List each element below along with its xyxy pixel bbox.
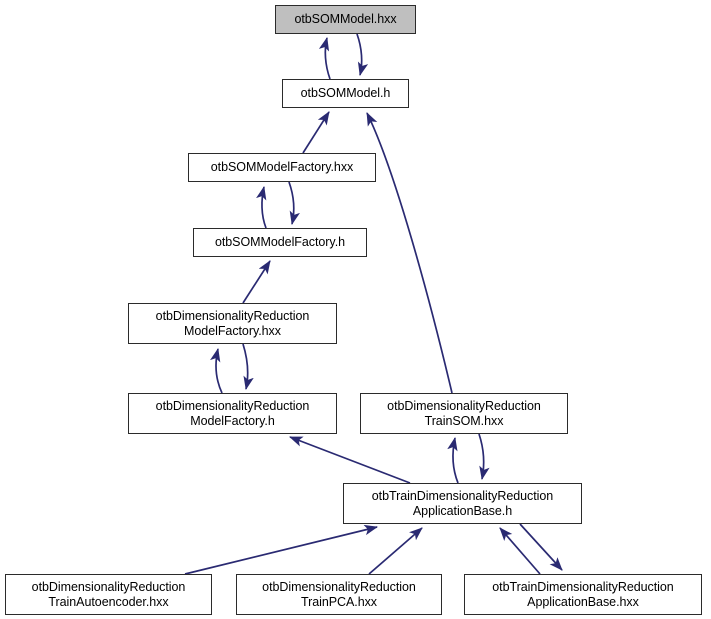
node-label: otbDimensionalityReduction TrainPCA.hxx <box>262 579 416 609</box>
edge-trainDRAppBaseHxx-to-trainDRAppBaseH <box>499 527 541 575</box>
edge-somModelFactoryHxx-to-somModelFactoryH <box>288 181 300 225</box>
edge-trainDRAppBaseH-to-trainDRAppBaseHxx <box>519 523 563 571</box>
edge-drModelFactoryHxx-to-somModelFactoryH <box>242 260 271 304</box>
node-label: otbDimensionalityReduction ModelFactory.… <box>155 398 310 428</box>
edge-somModelFactoryH-to-somModelFactoryHxx <box>256 186 267 229</box>
node-otbSOMModelFactory-hxx[interactable]: otbSOMModelFactory.hxx <box>188 153 376 182</box>
node-otbDimensionalityReductionTrainAutoencoder-hxx[interactable]: otbDimensionalityReduction TrainAutoenco… <box>5 574 212 615</box>
node-otbDimensionalityReductionTrainPCA-hxx[interactable]: otbDimensionalityReduction TrainPCA.hxx <box>236 574 442 615</box>
node-label: otbTrainDimensionalityReduction Applicat… <box>492 579 674 609</box>
node-label: otbTrainDimensionalityReduction Applicat… <box>371 488 554 518</box>
edge-drTrainAutoencoderHxx-to-trainDRAppBaseH <box>184 524 378 575</box>
node-label: otbSOMModelFactory.hxx <box>210 160 354 174</box>
edge-drModelFactoryH-to-drModelFactoryHxx <box>210 348 223 394</box>
node-otbSOMModelFactory-h[interactable]: otbSOMModelFactory.h <box>193 228 367 257</box>
node-label: otbSOMModelFactory.h <box>214 235 346 249</box>
edge-somModelFactoryHxx-to-somModelH <box>302 111 330 154</box>
edge-drModelFactoryHxx-to-drModelFactoryH <box>242 343 254 390</box>
edge-drTrainSOMHxx-to-trainDRAppBaseH <box>478 433 490 481</box>
edge-drTrainPCAHxx-to-trainDRAppBaseH <box>368 527 423 575</box>
node-otbSOMModel-h[interactable]: otbSOMModel.h <box>282 79 409 108</box>
edge-somModelHxx-to-somModelH <box>356 33 369 76</box>
node-label: otbDimensionalityReduction ModelFactory.… <box>155 308 310 338</box>
node-otbTrainDimensionalityReductionApplicationBase-h[interactable]: otbTrainDimensionalityReduction Applicat… <box>343 483 582 524</box>
node-otbDimensionalityReductionModelFactory-h[interactable]: otbDimensionalityReduction ModelFactory.… <box>128 393 337 434</box>
edge-trainDRAppBaseH-to-drTrainSOMHxx <box>447 437 459 484</box>
node-otbTrainDimensionalityReductionApplicationBase-hxx[interactable]: otbTrainDimensionalityReduction Applicat… <box>464 574 702 615</box>
node-label: otbDimensionalityReduction TrainAutoenco… <box>31 579 186 609</box>
node-label: otbSOMModel.hxx <box>294 12 397 26</box>
node-label: otbSOMModel.h <box>300 86 391 100</box>
edge-drTrainSOMHxx-to-somModelH <box>366 112 453 394</box>
node-otbSOMModel-hxx[interactable]: otbSOMModel.hxx <box>275 5 416 34</box>
edge-somModelH-to-somModelHxx <box>318 37 331 80</box>
node-otbDimensionalityReductionTrainSOM-hxx[interactable]: otbDimensionalityReduction TrainSOM.hxx <box>360 393 568 434</box>
node-label: otbDimensionalityReduction TrainSOM.hxx <box>387 398 541 428</box>
node-otbDimensionalityReductionModelFactory-hxx[interactable]: otbDimensionalityReduction ModelFactory.… <box>128 303 337 344</box>
edge-trainDRAppBaseH-to-drModelFactoryH <box>289 436 411 484</box>
